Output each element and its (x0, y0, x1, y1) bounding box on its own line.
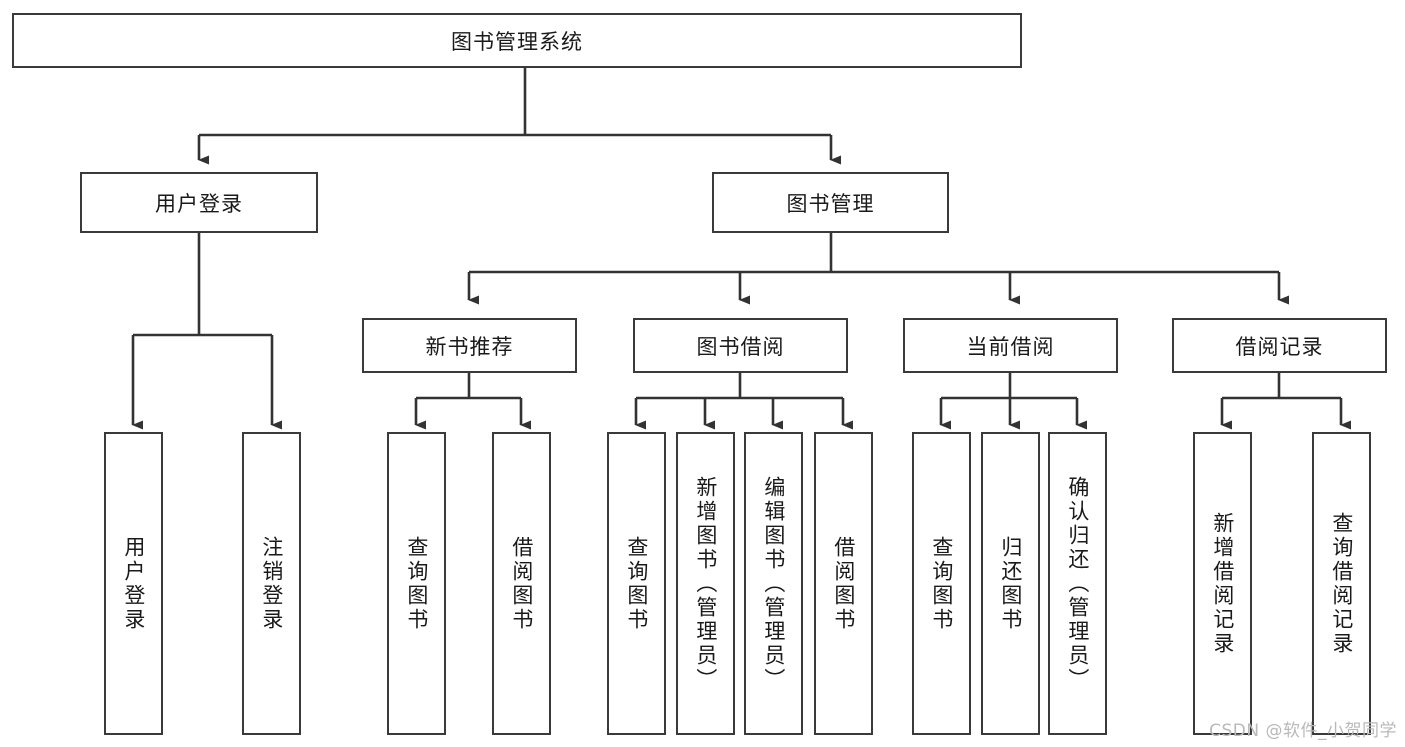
node-current-borrow[interactable]: 当前借阅 (903, 318, 1118, 373)
node-book-borrow[interactable]: 图书借阅 (633, 318, 848, 373)
node-book-manage[interactable]: 图书管理 (712, 172, 949, 233)
node-leaf-add-record[interactable]: 新增借阅记录 (1193, 432, 1252, 735)
node-user-login-label: 用户登录 (155, 191, 243, 216)
node-leaf-borrow-book-2-label: 借阅图书 (831, 535, 856, 632)
watermark: CSDN @软件_小贺同学 (1209, 721, 1397, 741)
node-new-book-recommend[interactable]: 新书推荐 (362, 318, 577, 373)
node-book-manage-label: 图书管理 (786, 191, 875, 216)
node-leaf-add-book[interactable]: 新增图书（管理员） (676, 432, 735, 735)
node-leaf-user-login-label: 用户登录 (121, 535, 146, 632)
node-leaf-query-record-label: 查询借阅记录 (1329, 511, 1354, 656)
node-new-book-recommend-label: 新书推荐 (425, 334, 514, 359)
node-leaf-query-book-1-label: 查询图书 (404, 535, 429, 632)
node-leaf-borrow-book-1[interactable]: 借阅图书 (492, 432, 551, 735)
node-root-label: 图书管理系统 (451, 29, 583, 54)
node-leaf-query-book-3-label: 查询图书 (929, 535, 954, 632)
node-leaf-user-logout-label: 注销登录 (259, 535, 284, 632)
node-leaf-return-book-label: 归还图书 (998, 535, 1023, 632)
node-leaf-add-record-label: 新增借阅记录 (1210, 511, 1235, 656)
node-leaf-edit-book[interactable]: 编辑图书（管理员） (744, 432, 803, 735)
node-root[interactable]: 图书管理系统 (12, 13, 1022, 68)
node-leaf-user-login[interactable]: 用户登录 (104, 432, 163, 735)
node-leaf-borrow-book-2[interactable]: 借阅图书 (814, 432, 873, 735)
node-leaf-edit-book-label: 编辑图书（管理员） (761, 475, 786, 692)
node-leaf-user-logout[interactable]: 注销登录 (242, 432, 301, 735)
node-leaf-query-book-1[interactable]: 查询图书 (387, 432, 446, 735)
node-leaf-confirm-return[interactable]: 确认归还（管理员） (1048, 432, 1107, 735)
node-leaf-return-book[interactable]: 归还图书 (981, 432, 1040, 735)
node-leaf-query-book-2[interactable]: 查询图书 (607, 432, 666, 735)
node-leaf-query-book-2-label: 查询图书 (624, 535, 649, 632)
node-leaf-query-book-3[interactable]: 查询图书 (912, 432, 971, 735)
node-leaf-confirm-return-label: 确认归还（管理员） (1065, 475, 1090, 692)
node-leaf-query-record[interactable]: 查询借阅记录 (1312, 432, 1371, 735)
node-leaf-borrow-book-1-label: 借阅图书 (509, 535, 534, 632)
node-leaf-add-book-label: 新增图书（管理员） (693, 475, 718, 692)
node-book-borrow-label: 图书借阅 (696, 334, 785, 359)
node-current-borrow-label: 当前借阅 (966, 334, 1055, 359)
node-borrow-record-label: 借阅记录 (1235, 334, 1324, 359)
node-borrow-record[interactable]: 借阅记录 (1172, 318, 1387, 373)
node-user-login[interactable]: 用户登录 (80, 172, 318, 233)
